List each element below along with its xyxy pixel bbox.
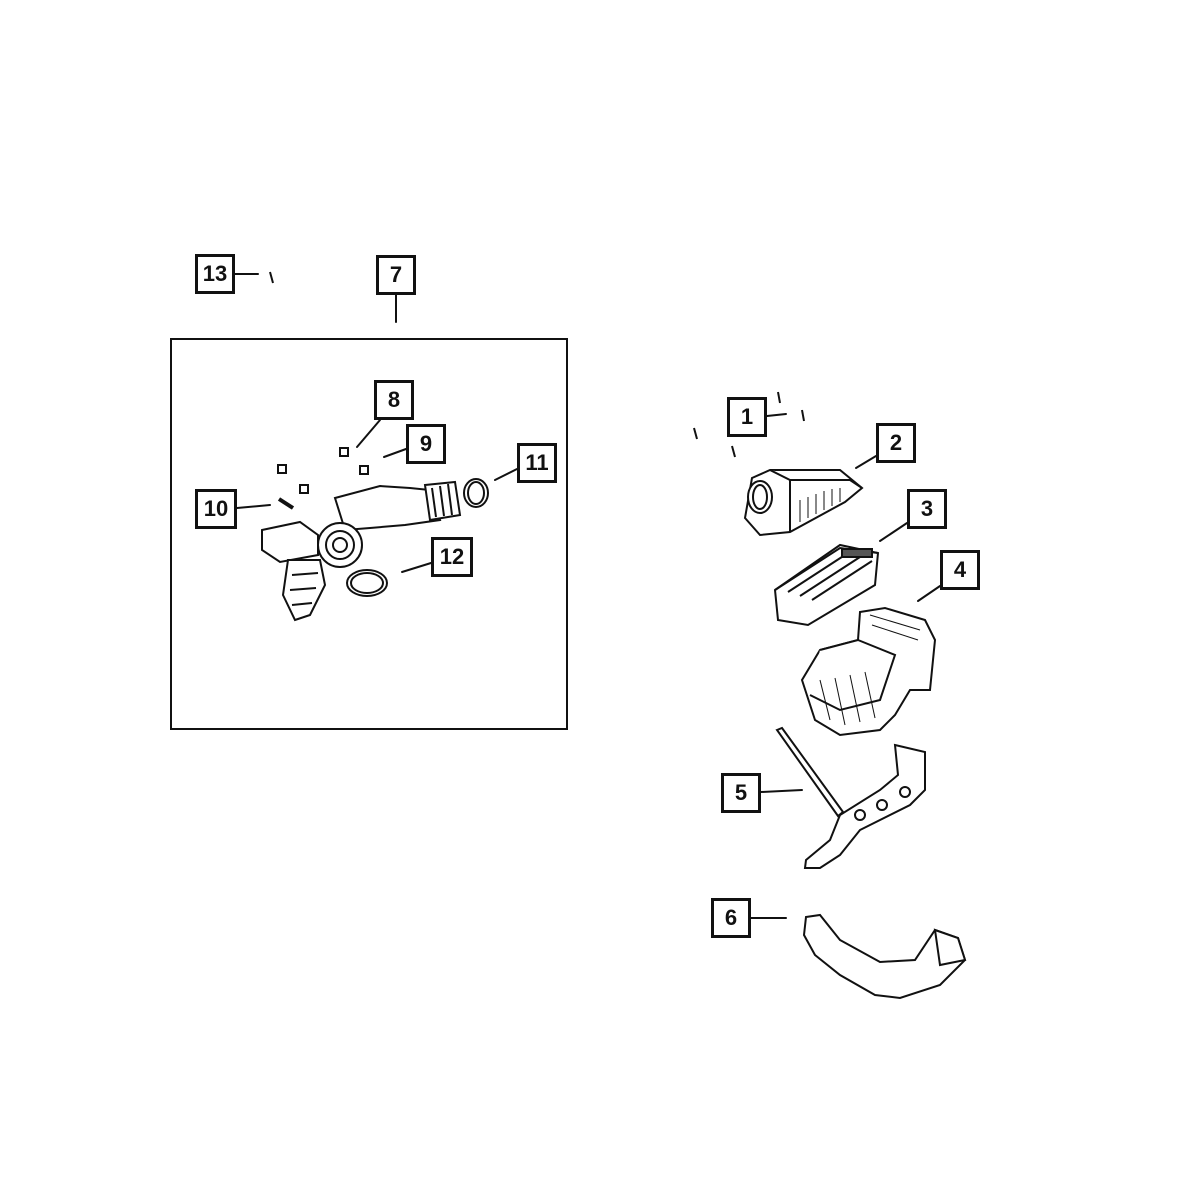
callout-13[interactable]: 13	[195, 254, 235, 294]
fasteners	[269, 271, 805, 510]
air-cleaner-cover	[743, 469, 864, 537]
callout-2[interactable]: 2	[876, 423, 916, 463]
callout-3[interactable]: 3	[907, 489, 947, 529]
callout-1[interactable]: 1	[727, 397, 767, 437]
callout-6[interactable]: 6	[711, 898, 751, 938]
callout-10[interactable]: 10	[195, 489, 237, 529]
callout-12[interactable]: 12	[431, 537, 473, 577]
air-inlet-duct	[802, 913, 967, 1000]
callout-7[interactable]: 7	[376, 255, 416, 295]
callout-9[interactable]: 9	[406, 424, 446, 464]
air-box-bracket	[775, 726, 926, 869]
assembly-group-box	[170, 338, 568, 730]
callout-8[interactable]: 8	[374, 380, 414, 420]
callout-11[interactable]: 11	[517, 443, 557, 483]
callout-5[interactable]: 5	[721, 773, 761, 813]
air-filter-element	[773, 543, 880, 627]
air-box-lower	[800, 606, 937, 737]
callout-4[interactable]: 4	[940, 550, 980, 590]
intake-duct-assembly	[261, 478, 489, 622]
